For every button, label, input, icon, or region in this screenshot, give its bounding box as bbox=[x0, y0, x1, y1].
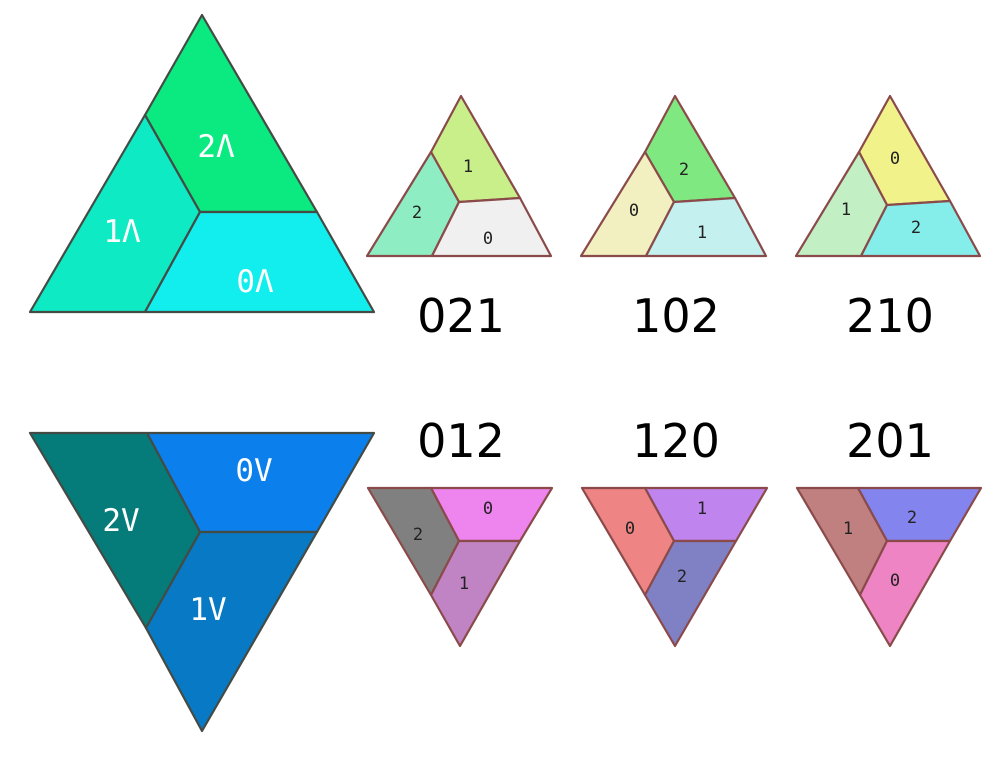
big-up-label-right: 0Λ bbox=[236, 264, 274, 300]
down-perm-120-region-bottom bbox=[643, 539, 738, 648]
up-perm-210-label-top: 0 bbox=[890, 149, 900, 169]
up-perm-021-caption: 021 bbox=[417, 289, 505, 343]
up-perm-021-label-left: 2 bbox=[412, 203, 422, 223]
big-down-region-bottom bbox=[144, 530, 319, 733]
big-up-region-right bbox=[143, 210, 376, 314]
up-perm-102-label-left: 0 bbox=[629, 201, 639, 221]
big-up-label-left: 1Λ bbox=[103, 214, 141, 250]
down-perm-201-caption: 201 bbox=[846, 414, 934, 468]
down-perm-201-label-left: 1 bbox=[843, 519, 853, 539]
down-perm-120-label-bottom: 2 bbox=[677, 567, 687, 587]
up-perm-102-caption: 102 bbox=[632, 289, 720, 343]
up-perm-210: 0 1 2 210 bbox=[794, 94, 982, 343]
up-perm-102: 2 0 1 102 bbox=[579, 94, 768, 343]
up-perm-210-region-right bbox=[859, 199, 982, 258]
down-perm-012-label-top: 0 bbox=[483, 499, 493, 519]
down-perm-012-region-bottom bbox=[429, 539, 522, 648]
down-perm-012: 012 0 2 1 bbox=[366, 414, 554, 648]
big-down-triangle: 0V 2V 1V bbox=[28, 431, 376, 733]
up-perm-210-label-left: 1 bbox=[841, 200, 851, 220]
up-perm-021-region-right bbox=[430, 196, 553, 258]
up-perm-102-label-top: 2 bbox=[679, 160, 689, 180]
up-perm-021: 1 2 0 021 bbox=[365, 94, 553, 343]
up-perm-102-region-right bbox=[644, 196, 768, 258]
down-perm-012-caption: 012 bbox=[417, 414, 505, 468]
down-perm-201: 201 2 1 0 bbox=[795, 414, 983, 648]
down-perm-120-label-top: 1 bbox=[697, 499, 707, 519]
down-perm-012-label-left: 2 bbox=[413, 525, 423, 545]
down-perm-012-label-bottom: 1 bbox=[459, 574, 469, 594]
down-perm-201-label-bottom: 0 bbox=[890, 571, 900, 591]
up-perm-210-caption: 210 bbox=[846, 289, 934, 343]
big-up-triangle: 2Λ 1Λ 0Λ bbox=[28, 13, 376, 314]
down-perm-120-caption: 120 bbox=[632, 414, 720, 468]
down-perm-201-label-top: 2 bbox=[907, 508, 917, 528]
up-perm-102-label-right: 1 bbox=[697, 223, 707, 243]
big-down-label-top: 0V bbox=[235, 453, 272, 489]
big-down-label-left: 2V bbox=[102, 503, 139, 539]
down-perm-201-region-bottom bbox=[858, 539, 952, 648]
up-perm-021-label-right: 0 bbox=[483, 229, 493, 249]
big-up-label-top: 2Λ bbox=[197, 129, 235, 165]
big-down-label-bottom: 1V bbox=[189, 592, 226, 628]
down-perm-120-label-left: 0 bbox=[625, 519, 635, 539]
up-perm-210-label-right: 2 bbox=[911, 218, 921, 238]
down-perm-120: 120 1 0 2 bbox=[580, 414, 769, 648]
up-perm-021-label-top: 1 bbox=[463, 157, 473, 177]
